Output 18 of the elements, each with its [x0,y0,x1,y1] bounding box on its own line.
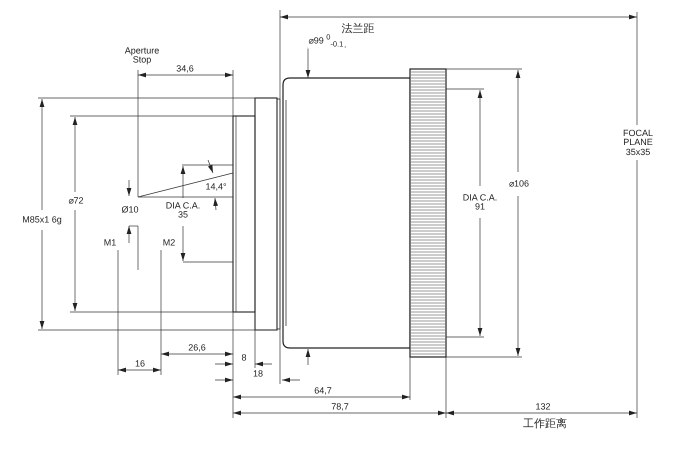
dimension-label: 64,7 [313,386,333,396]
dimension-label: 工作距离 [522,419,568,431]
dimension-label: 132 [534,402,552,412]
annotation-label: Aperture Stop [123,46,161,66]
marker-label: M2 [162,238,176,248]
angle-label: 14,4° [204,182,228,192]
dimension-label: 法兰距 [340,24,376,36]
dimension-label: Ø10 [120,205,140,215]
dimension-label: M85x1 6g [21,215,63,225]
dimension-label: 18 [252,369,264,379]
dimension-label: ⌀72 [68,196,84,206]
dimension-label: 8 [240,353,248,363]
marker-label: M1 [102,238,118,248]
dimension-label: 78,7 [330,402,350,412]
dimension-label: ⌀106 [508,179,530,189]
dimension-label: 16 [134,359,146,369]
dimension-label: 34,6 [175,64,195,74]
dimension-label: 26,6 [187,343,207,353]
